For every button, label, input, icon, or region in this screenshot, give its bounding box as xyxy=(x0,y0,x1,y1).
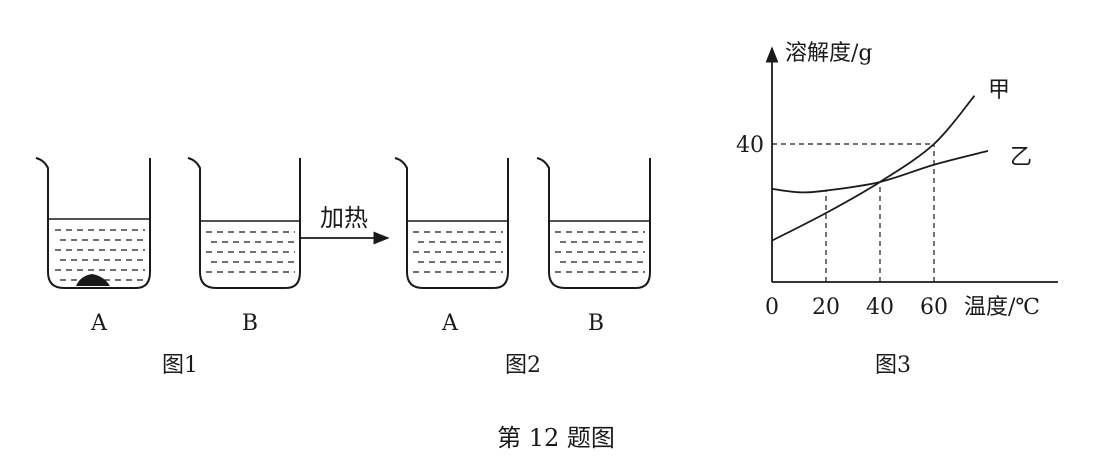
solution-liquid xyxy=(413,231,503,273)
beaker-label-a: A xyxy=(90,311,108,336)
y-axis-label: 溶解度/g xyxy=(785,41,873,66)
heating-label: 加热 xyxy=(320,204,368,232)
undissolved-solid xyxy=(76,274,110,286)
x-tick-label: 40 xyxy=(866,295,894,320)
x-axis-label: 温度/℃ xyxy=(964,295,1040,320)
guide-lines xyxy=(772,143,935,282)
figure-3-chart: 溶解度/g 温度/℃ 0 20 40 60 40 甲 乙 图3 xyxy=(736,41,1058,378)
figure-1: A B 图1 xyxy=(35,157,301,378)
beaker-label-b: B xyxy=(588,311,604,336)
solution-liquid xyxy=(206,231,295,273)
heating-arrow: 加热 xyxy=(300,204,390,245)
beaker-1b xyxy=(187,157,301,289)
beaker-2b xyxy=(536,157,651,289)
solubility-curves xyxy=(771,95,989,242)
y-tick-label: 40 xyxy=(736,133,764,158)
solution-liquid xyxy=(55,229,145,281)
main-caption: 第 12 题图 xyxy=(497,424,615,452)
x-tick-label: 20 xyxy=(812,295,840,320)
x-tick-label: 0 xyxy=(765,295,779,320)
figure-2: A B 图2 xyxy=(394,157,651,378)
curve-yi xyxy=(771,150,989,194)
beaker-label-a: A xyxy=(441,311,459,336)
beaker-1a xyxy=(35,157,151,289)
figure-2-caption: 图2 xyxy=(505,353,541,378)
x-tick-label: 60 xyxy=(920,295,948,320)
curve-jia xyxy=(771,95,976,242)
series-label-jia: 甲 xyxy=(988,78,1010,103)
figure-3-caption: 图3 xyxy=(875,353,911,378)
figure-1-caption: 图1 xyxy=(162,353,198,378)
beaker-2a xyxy=(394,157,509,289)
beaker-label-b: B xyxy=(242,311,258,336)
series-label-yi: 乙 xyxy=(1010,145,1032,170)
solution-liquid xyxy=(555,231,645,273)
